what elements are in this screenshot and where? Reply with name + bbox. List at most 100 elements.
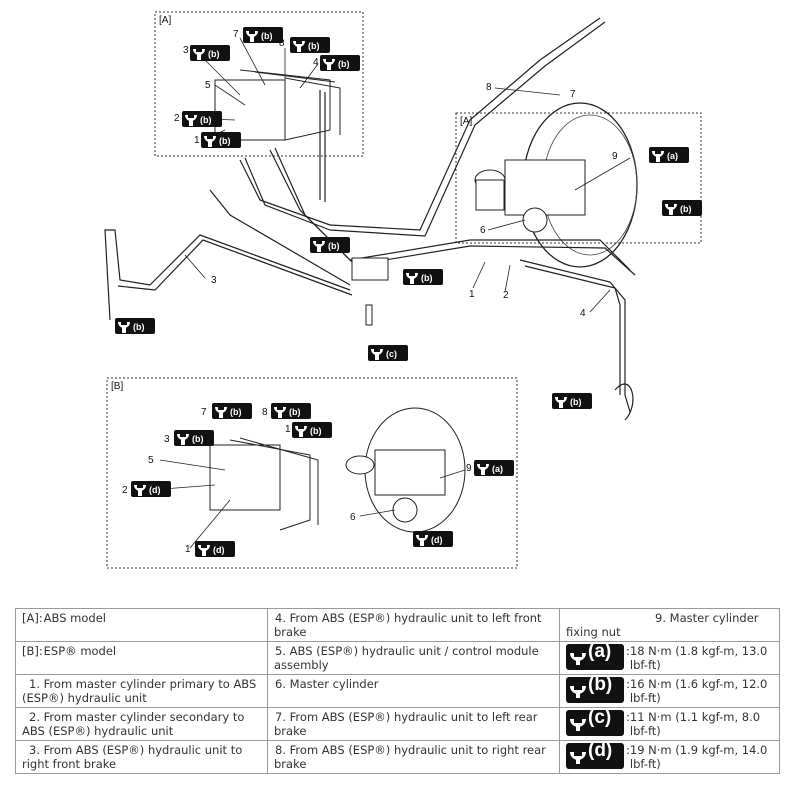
torque-badge-b: (b) (190, 45, 230, 61)
legend-cell: 8. From ABS (ESP®) hydraulic unit to rig… (267, 740, 560, 774)
callout-6-b: 6 (350, 512, 356, 523)
legend-cell: (c): 11 N·m (1.1 kgf-m, 8.0 lbf-ft) (559, 707, 780, 741)
legend-row: 1. From master cylinder primary to ABS (… (15, 674, 780, 708)
legend-text: From master cylinder secondary to ABS (E… (22, 710, 245, 738)
detail-box-a-left (154, 11, 364, 157)
callout-1-b: 1 (285, 424, 291, 435)
callout-2-b: 2 (122, 485, 128, 496)
legend-text: From ABS (ESP®) hydraulic unit to left r… (274, 710, 538, 738)
torque-badge-b: (b) (403, 269, 443, 285)
svg-text:(b): (b) (338, 59, 350, 69)
torque-badge-d: (d) (131, 481, 171, 497)
box-a-label-right: [A] (460, 116, 472, 127)
legend-number: 9. (655, 611, 666, 625)
torque-badge-b: (b) (174, 430, 214, 446)
legend-cell: 4. From ABS (ESP®) hydraulic unit to lef… (267, 608, 560, 642)
svg-text:(b): (b) (261, 31, 273, 41)
legend-cell: (a): 18 N·m (1.8 kgf-m, 13.0 lbf-ft) (559, 641, 780, 675)
diagram-canvas: [A] [A] [B] (104, 11, 789, 569)
svg-text:(b): (b) (328, 241, 340, 251)
separator: : (626, 710, 630, 724)
torque-badge-b: (b) (271, 403, 311, 419)
legend-text: ABS model (43, 611, 106, 625)
torque-badge-b: (b) (115, 318, 155, 334)
svg-text:(a): (a) (492, 464, 503, 474)
legend-cell: 5. ABS (ESP®) hydraulic unit / control m… (267, 641, 560, 675)
callout-7-b: 7 (201, 407, 207, 418)
svg-text:(b): (b) (570, 397, 582, 407)
svg-text:(b): (b) (133, 322, 145, 332)
torque-spec: 18 N·m (1.8 kgf-m, 13.0 lbf-ft) (629, 644, 768, 672)
svg-text:(b): (b) (680, 204, 692, 214)
torque-wrench-icon: (c) (566, 707, 624, 736)
callout-4: 4 (313, 57, 319, 68)
torque-badge-d: (d) (195, 541, 235, 557)
callout-9: 9 (612, 151, 618, 162)
torque-badge-b: (b) (182, 111, 222, 127)
legend-number: 6. (275, 677, 286, 691)
legend-cell: 6. Master cylinder (267, 674, 560, 708)
legend-number: 8. (275, 743, 286, 757)
callout-4-main: 4 (580, 308, 586, 319)
legend-text: ABS (ESP®) hydraulic unit / control modu… (274, 644, 539, 672)
torque-badge-b: (b) (292, 422, 332, 438)
legend-cell: 1. From master cylinder primary to ABS (… (15, 674, 268, 708)
master-cylinder (504, 159, 586, 216)
callout-6: 6 (480, 225, 486, 236)
legend-text: From ABS (ESP®) hydraulic unit to left f… (274, 611, 542, 639)
mounting-bolt (365, 304, 373, 326)
torque-badge-b: (b) (243, 27, 283, 43)
separator: : (626, 644, 630, 658)
torque-wrench-icon: (a) (566, 641, 624, 670)
legend-number: 5. (275, 644, 286, 658)
legend-text: Master cylinder fixing nut (566, 611, 759, 639)
callout-2-main: 2 (503, 290, 509, 301)
torque-badge-b: (b) (212, 403, 252, 419)
torque-badge-d: (d) (413, 531, 453, 547)
callout-1-main: 1 (469, 289, 475, 300)
hydraulic-unit (214, 79, 286, 141)
svg-text:(d): (d) (149, 485, 161, 495)
legend-cell: [A]: ABS model (15, 608, 268, 642)
callout-9-b: 9 (466, 463, 472, 474)
detail-box-a-right (455, 112, 702, 244)
legend-cell: 9. Master cylinder fixing nut (559, 608, 780, 642)
detail-box-b (106, 377, 518, 569)
legend-cell: 3. From ABS (ESP®) hydraulic unit to rig… (15, 740, 268, 774)
torque-wrench-icon: (b) (566, 674, 624, 703)
torque-badge-b: (b) (310, 237, 350, 253)
svg-text:(b): (b) (208, 49, 220, 59)
torque-wrench-icon: (d) (566, 741, 624, 769)
separator: : (626, 677, 630, 691)
callout-8-main: 8 (486, 82, 492, 93)
legend-cell: 2. From master cylinder secondary to ABS… (15, 707, 268, 741)
callout-5-b: 5 (148, 455, 154, 466)
callout-7-main: 7 (570, 89, 576, 100)
legend-text: Master cylinder (289, 677, 379, 691)
torque-spec: 19 N·m (1.9 kgf-m, 14.0 lbf-ft) (629, 743, 768, 771)
legend-number: [A]: (22, 611, 43, 625)
torque-badge-b: (b) (320, 55, 360, 71)
torque-spec: 11 N·m (1.1 kgf-m, 8.0 lbf-ft) (629, 710, 761, 738)
svg-text:(b): (b) (310, 426, 322, 436)
legend-cell: (d): 19 N·m (1.9 kgf-m, 14.0 lbf-ft) (559, 740, 780, 774)
junction-block (351, 257, 389, 281)
legend-row: 3. From ABS (ESP®) hydraulic unit to rig… (15, 740, 780, 774)
torque-code: (c) (588, 707, 612, 728)
torque-badge-b: (b) (552, 393, 592, 409)
callout-1-b2: 1 (185, 544, 191, 555)
separator: : (626, 743, 630, 757)
torque-code: (b) (588, 674, 613, 695)
callout-3-b: 3 (164, 434, 170, 445)
legend-number: 7. (275, 710, 286, 724)
legend-row: 2. From master cylinder secondary to ABS… (15, 707, 780, 741)
svg-text:(d): (d) (213, 545, 225, 555)
torque-code: (a) (588, 641, 612, 662)
brake-line-diagram: [A] [A] [B] (104, 11, 789, 569)
svg-text:(d): (d) (431, 535, 443, 545)
svg-text:(b): (b) (219, 136, 231, 146)
callout-2: 2 (174, 113, 180, 124)
